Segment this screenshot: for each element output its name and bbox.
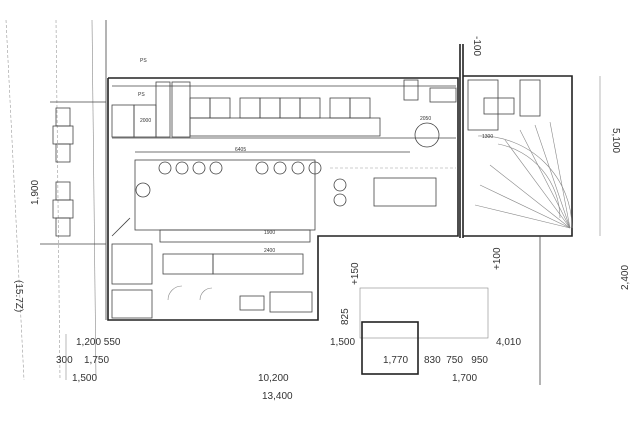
level-plus-150: +150 bbox=[350, 262, 361, 285]
dim-825: 825 bbox=[340, 308, 351, 325]
exterior-fixtures bbox=[65, 236, 541, 385]
dim-10200: 10,200 bbox=[258, 373, 289, 384]
dim-1500-mid: 1,500 bbox=[330, 337, 355, 348]
level-minus-100: -100 bbox=[471, 36, 482, 56]
dim-13400: 13,400 bbox=[262, 391, 293, 402]
dim-left-width: 1,900 bbox=[30, 180, 41, 205]
dim-300: 300 bbox=[56, 355, 73, 366]
dim-1700: 1,700 bbox=[452, 373, 477, 384]
booth-seating bbox=[111, 79, 457, 148]
dim-830-750-950: 830 750 950 bbox=[424, 355, 488, 366]
dim-1770: 1,770 bbox=[383, 355, 408, 366]
dim-1750: 1,750 bbox=[84, 355, 109, 366]
room-dim-2000: 2000 bbox=[140, 118, 151, 124]
dim-1500-left: 1,500 bbox=[72, 373, 97, 384]
dim-4010: 4,010 bbox=[496, 337, 521, 348]
dim-right-height: 2,400 bbox=[620, 265, 631, 290]
kitchen bbox=[111, 217, 313, 319]
level-plus-100: +100 bbox=[492, 247, 503, 270]
dim-1200-550: 1,200 550 bbox=[76, 337, 121, 348]
room-dim-2400: 2400 bbox=[264, 248, 275, 254]
ps-label-2: PS bbox=[138, 92, 145, 98]
site-boundary-left bbox=[5, 19, 107, 381]
counter-length: 6405 bbox=[235, 147, 246, 153]
room-dim-2050: 2050 bbox=[420, 116, 431, 122]
building-walls bbox=[107, 44, 573, 321]
counter bbox=[134, 151, 456, 231]
room-dim-1300: 1300 bbox=[482, 134, 493, 140]
dim-right-depth: 5,100 bbox=[610, 128, 621, 153]
parking-markers bbox=[52, 107, 74, 237]
dimension-labels: 1,900 (15.7Z) 2,400 5,100 -100 +150 +100… bbox=[13, 36, 631, 402]
room-dim-1900: 1900 bbox=[264, 230, 275, 236]
staircase bbox=[467, 76, 601, 236]
stools bbox=[135, 161, 347, 207]
ps-label-1: PS bbox=[140, 58, 147, 64]
road-note: (15.7Z) bbox=[13, 280, 24, 312]
